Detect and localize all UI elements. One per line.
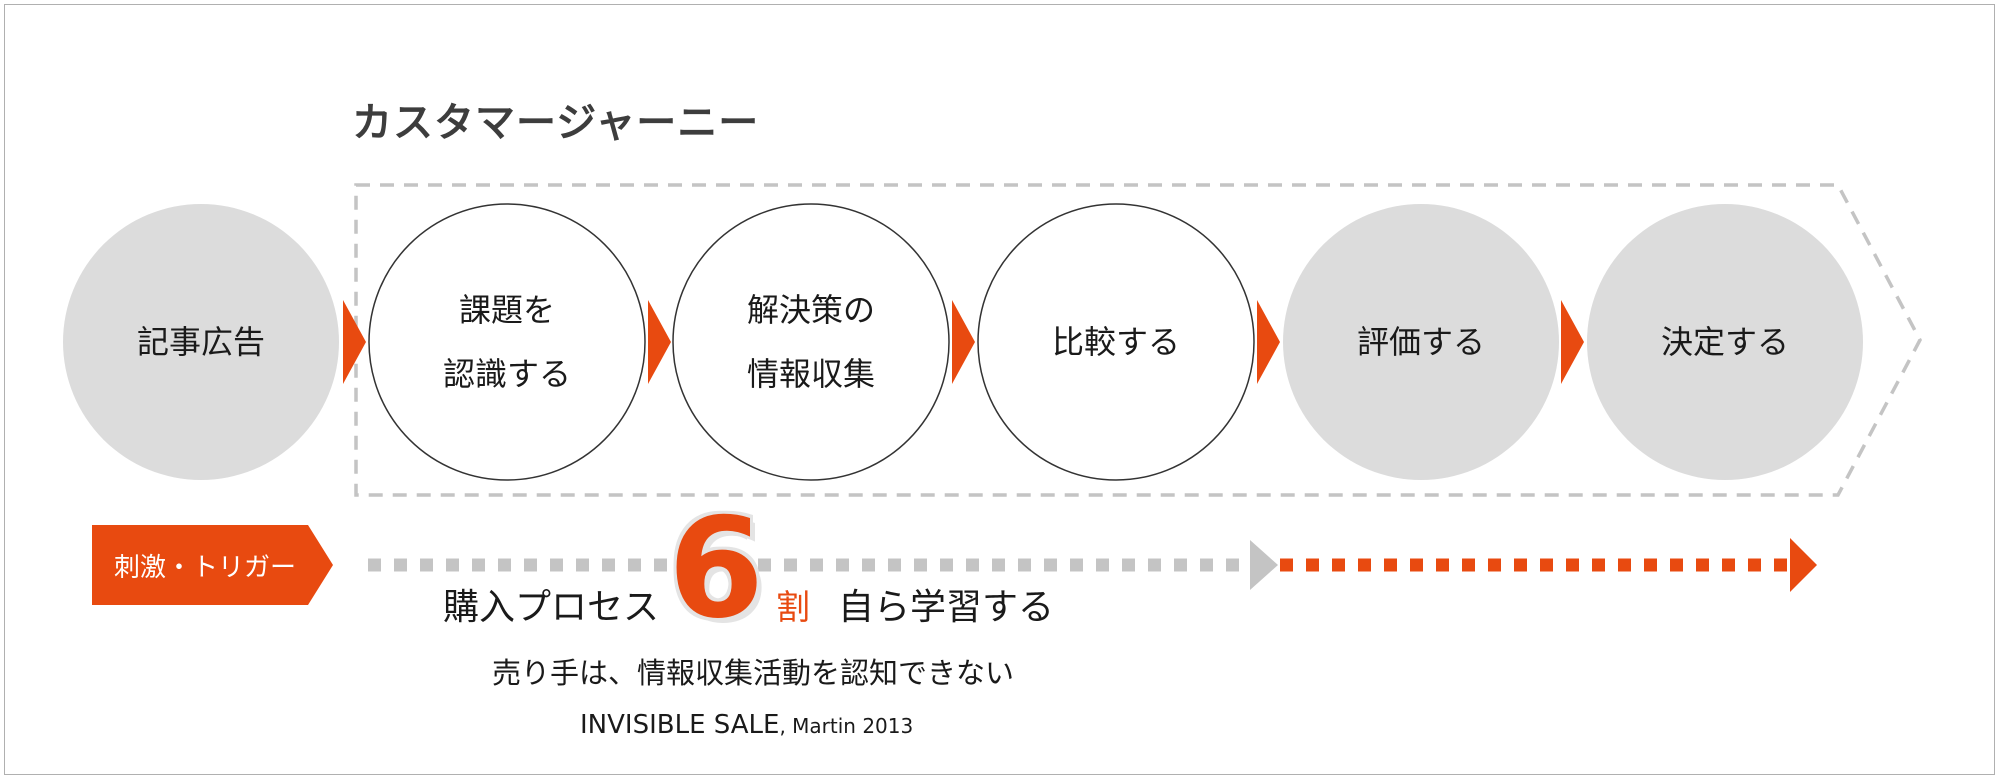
stage-label-research: 解決策の 情報収集 (673, 204, 949, 480)
stage-arrow-3 (952, 300, 975, 384)
stage-label-line: 情報収集 (746, 355, 875, 393)
citation-title: INVISIBLE SALE (580, 710, 780, 740)
statistic-suffix: 自ら学習する (838, 587, 1055, 628)
diagram-title: カスタマージャーニー (352, 100, 760, 146)
seller-note: 売り手は、情報収集活動を認知できない (492, 656, 1015, 690)
visible-process-arrowhead (1790, 538, 1817, 592)
stage-label-line: 評価する (1356, 323, 1485, 361)
invisible-process-arrowhead (1250, 540, 1278, 590)
stage-label-line: 比較する (1051, 323, 1180, 361)
trigger-banner (92, 525, 333, 605)
journey-boundary (354, 183, 1922, 497)
diagram-frame (4, 4, 1995, 775)
stage-circle-ad (63, 204, 339, 480)
stage-label-decide: 決定する (1587, 204, 1863, 480)
stage-label-ad: 記事広告 (63, 204, 339, 480)
stage-circle-decide (1587, 204, 1863, 480)
statistic-prefix: 購入プロセス (443, 587, 660, 628)
trigger-label: 刺激・トリガー (113, 552, 296, 583)
stage-circle-compare (977, 203, 1255, 481)
stage-label-line: 課題を (458, 291, 555, 329)
stage-arrow-2 (648, 300, 671, 384)
statistic-number: 6 (668, 488, 765, 649)
stage-arrow-4 (1257, 300, 1280, 384)
stage-label-compare: 比較する (978, 204, 1254, 480)
stage-label-line: 決定する (1660, 323, 1789, 361)
citation: INVISIBLE SALE, Martin 2013 (580, 710, 913, 740)
stage-label-evaluate: 評価する (1283, 204, 1559, 480)
citation-author: , Martin 2013 (779, 714, 914, 738)
stage-label-line: 解決策の (746, 291, 875, 329)
stage-label-recognize: 課題を 認識する (369, 204, 645, 480)
statistic-unit: 割 (776, 588, 810, 628)
stage-label-line: 認識する (442, 355, 571, 393)
stage-circle-recognize (368, 203, 646, 481)
stage-arrow-1 (343, 300, 366, 384)
stage-circle-research (672, 203, 950, 481)
stage-label-line: 記事広告 (136, 323, 265, 361)
stage-arrow-5 (1561, 300, 1584, 384)
stage-circle-evaluate (1283, 204, 1559, 480)
